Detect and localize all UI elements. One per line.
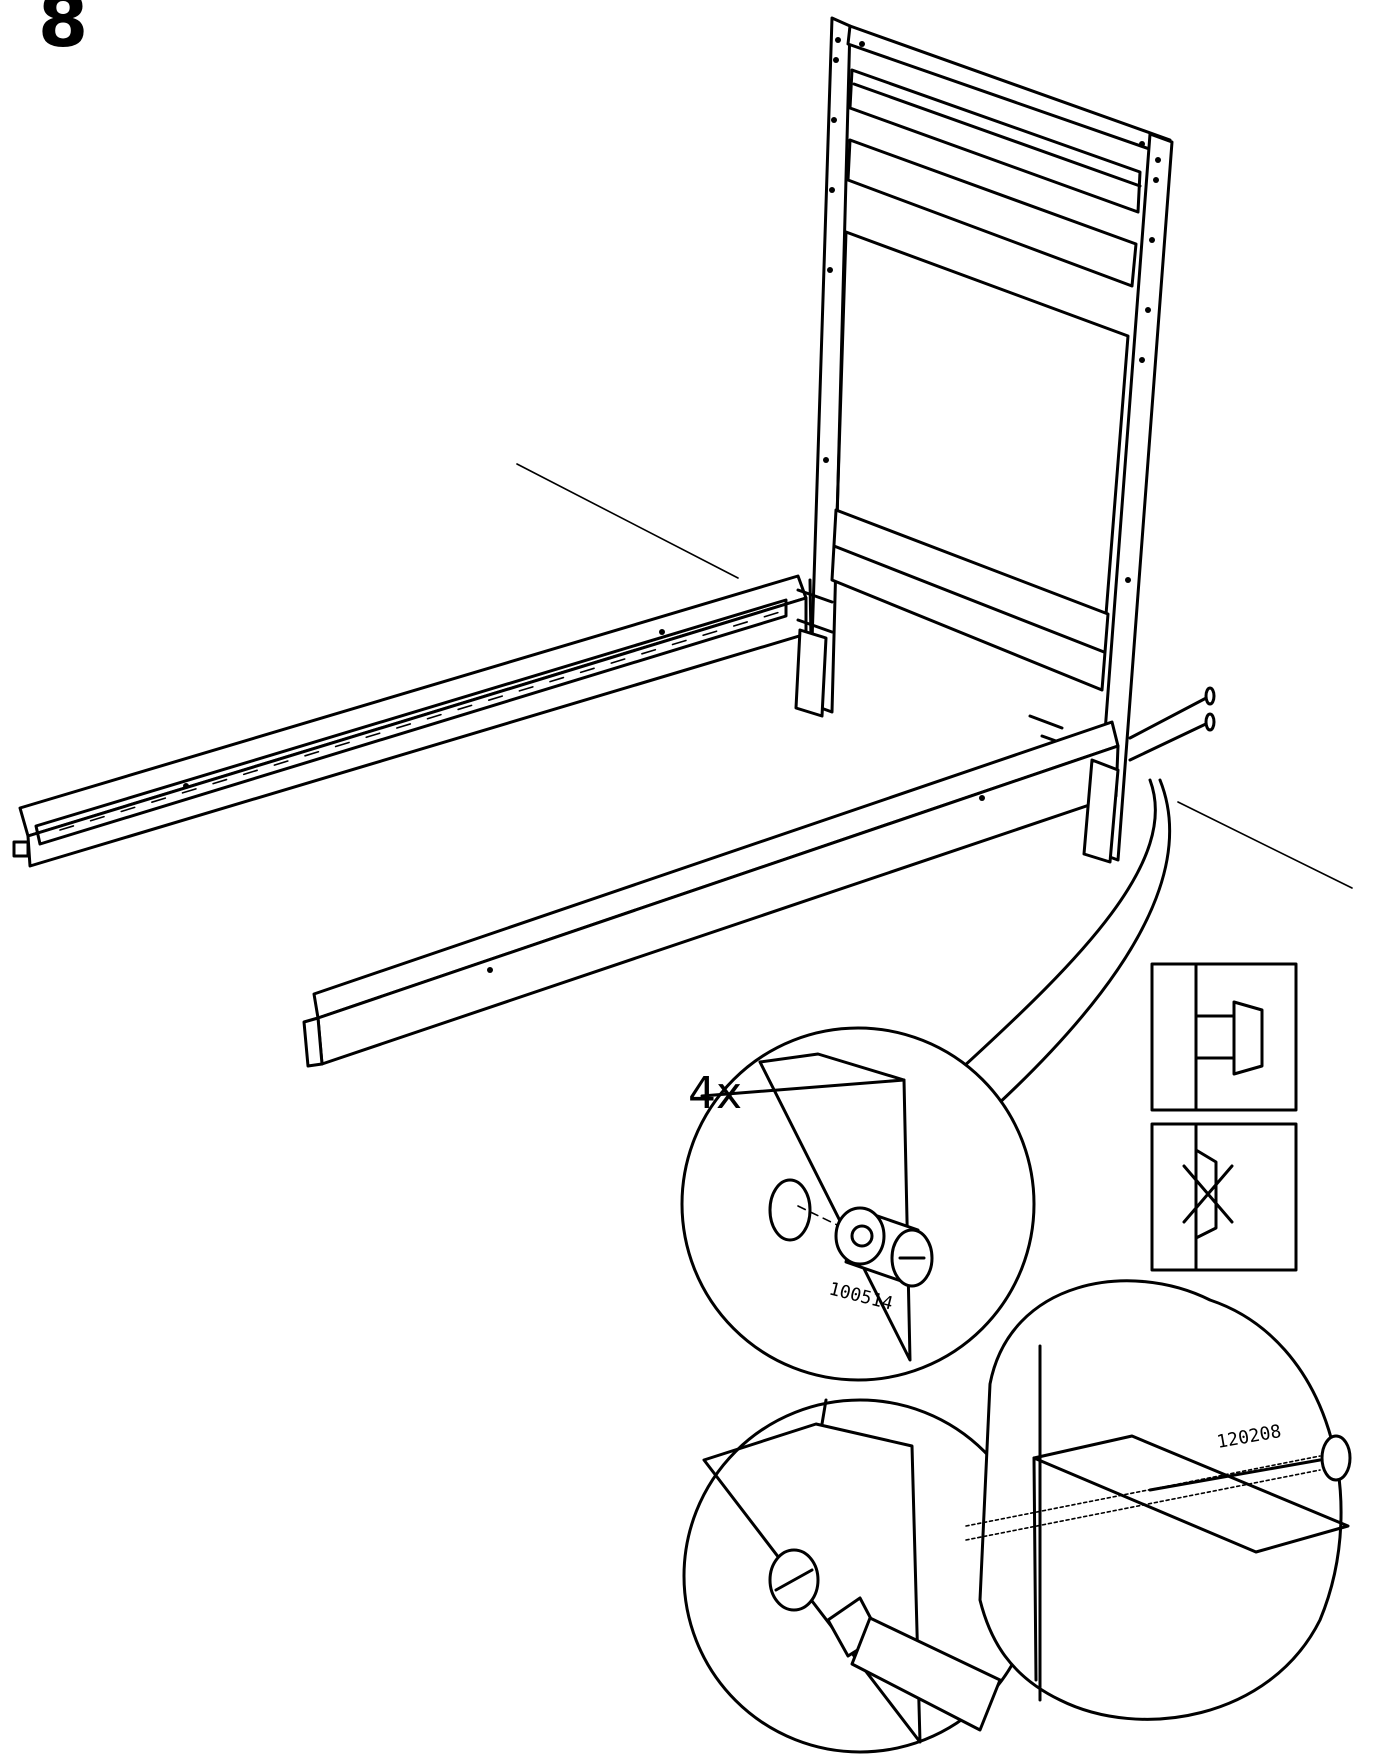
left-side-rail bbox=[12, 574, 808, 868]
callout-screwdriver bbox=[682, 1398, 1038, 1754]
incorrect-orientation-icon bbox=[1150, 1122, 1298, 1272]
callout-cam-nut: 4x 100514 bbox=[680, 1026, 1036, 1382]
headboard bbox=[808, 16, 1174, 862]
headboard-left-leg bbox=[794, 628, 828, 718]
headboard-right-leg bbox=[1082, 758, 1120, 864]
callout-bolt: 120208 bbox=[965, 1279, 1352, 1721]
cam-lock-nut-icon bbox=[834, 1206, 934, 1288]
screwdriver-icon bbox=[826, 1596, 1002, 1732]
bolt-icon bbox=[965, 1434, 1352, 1541]
bolt-icon bbox=[1128, 686, 1216, 762]
foot-rail bbox=[302, 720, 1120, 1068]
floor-guide-lines bbox=[516, 463, 1353, 889]
quantity-label: 4x bbox=[688, 1068, 742, 1119]
cam-slot-icon bbox=[768, 1548, 820, 1612]
step-number: 8 bbox=[38, 0, 88, 63]
correct-orientation-icon bbox=[1150, 962, 1298, 1112]
callout-tail bbox=[960, 778, 1171, 1108]
